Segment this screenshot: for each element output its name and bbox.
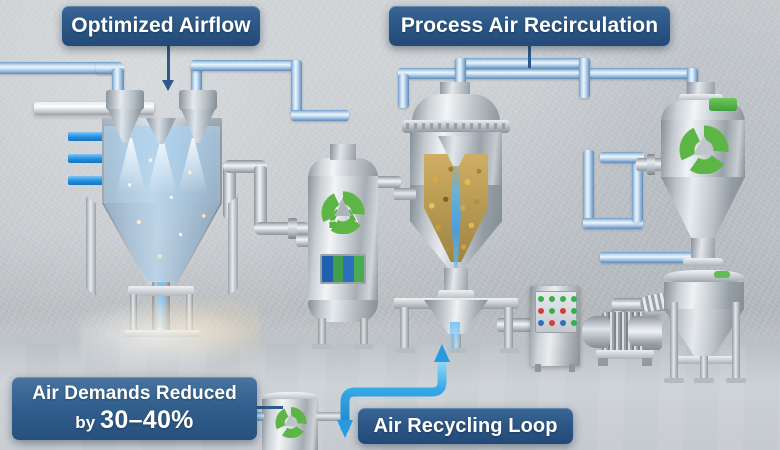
indicator-lamp[interactable] bbox=[571, 296, 577, 302]
indicator-lamp[interactable] bbox=[560, 296, 566, 302]
label-air-recycling-loop[interactable]: Air Recycling Loop bbox=[358, 408, 573, 444]
tank-leg bbox=[360, 318, 368, 346]
hopper-leg bbox=[700, 356, 708, 380]
dryer-discharge bbox=[444, 268, 468, 294]
chamber-frame-left bbox=[86, 196, 96, 296]
motor-foot bbox=[598, 358, 608, 366]
cyclone-head-left bbox=[106, 90, 144, 110]
recirculation-label-connector bbox=[528, 46, 531, 68]
chamber-frame-right bbox=[228, 196, 238, 296]
cyclone-separator bbox=[655, 82, 751, 266]
fluid-bed-dryer bbox=[394, 82, 519, 353]
lamp-row-2 bbox=[538, 308, 577, 314]
air-demands-line1: Air Demands Reduced bbox=[32, 383, 237, 405]
base-leg bbox=[186, 294, 193, 334]
support-leg bbox=[400, 307, 409, 351]
flange-bolts bbox=[406, 123, 506, 129]
horizontal-tank bbox=[628, 316, 662, 346]
airflow-label-connector bbox=[162, 46, 174, 91]
hopper-leg bbox=[670, 302, 678, 380]
support-foot bbox=[396, 348, 415, 353]
hopper-foot bbox=[664, 378, 684, 383]
control-cabinet[interactable] bbox=[530, 286, 580, 372]
lamp-row-3 bbox=[538, 320, 577, 326]
gauge-panel bbox=[320, 254, 366, 284]
indicator-lamp[interactable] bbox=[549, 320, 555, 326]
support-leg bbox=[504, 307, 513, 351]
tank-dome bbox=[308, 158, 378, 180]
air-demands-line2: by 30–40% bbox=[75, 406, 193, 434]
tank-foot bbox=[354, 344, 374, 349]
label-optimized-airflow-text: Optimized Airflow bbox=[71, 14, 251, 38]
dryer-lid-dome bbox=[412, 94, 500, 122]
indicator-lamp[interactable] bbox=[538, 320, 544, 326]
hopper-lid-valve bbox=[714, 271, 730, 278]
tank-neck bbox=[330, 144, 356, 160]
base-leg bbox=[130, 294, 137, 334]
tank-leg bbox=[318, 318, 326, 346]
collection-hopper bbox=[650, 270, 758, 390]
cabinet-leg bbox=[569, 364, 575, 372]
tank-side-pipe-right bbox=[316, 412, 346, 421]
tank-foot bbox=[312, 344, 332, 349]
label-process-air-recirculation[interactable]: Process Air Recirculation bbox=[389, 6, 670, 46]
indicator-lamp[interactable] bbox=[571, 320, 577, 326]
lamp-row-1 bbox=[538, 296, 577, 302]
demand-label-connector bbox=[257, 406, 283, 409]
indicator-lamp[interactable] bbox=[549, 308, 555, 314]
indicator-lamp[interactable] bbox=[571, 308, 577, 314]
spray-dryer bbox=[34, 90, 249, 337]
cyclone-head-right bbox=[179, 90, 217, 110]
hopper-leg bbox=[732, 302, 740, 380]
base-plate bbox=[124, 330, 200, 337]
indicator-lamp[interactable] bbox=[538, 308, 544, 314]
label-process-air-recirculation-text: Process Air Recirculation bbox=[400, 14, 659, 38]
motor-base bbox=[596, 350, 654, 359]
indicator-lamp[interactable] bbox=[560, 308, 566, 314]
cabinet-leg bbox=[535, 364, 541, 372]
indicator-lamp[interactable] bbox=[538, 296, 544, 302]
air-demands-prefix: by bbox=[75, 412, 101, 432]
cyclone-outlet-flange bbox=[683, 258, 723, 266]
dryer-discharge-valve bbox=[438, 290, 474, 300]
label-optimized-airflow[interactable]: Optimized Airflow bbox=[62, 6, 260, 46]
discharge-air-jet-center bbox=[450, 322, 460, 352]
cyclone-green-valve bbox=[709, 98, 737, 111]
dryer-base-platform bbox=[128, 286, 194, 296]
tank-bottom bbox=[308, 300, 378, 322]
label-air-demands-reduced[interactable]: Air Demands Reduced by 30–40% bbox=[12, 377, 257, 440]
indicator-lamp[interactable] bbox=[560, 320, 566, 326]
dryer-side-port bbox=[394, 188, 416, 200]
label-air-recycling-loop-text: Air Recycling Loop bbox=[373, 414, 558, 437]
hopper-foot bbox=[694, 378, 714, 383]
air-demands-value: 30–40% bbox=[100, 405, 194, 434]
support-foot bbox=[500, 348, 519, 353]
hopper-foot bbox=[726, 378, 746, 383]
internal-airflow bbox=[451, 158, 461, 274]
blower-volute bbox=[582, 316, 610, 348]
motor-foot bbox=[642, 358, 652, 366]
indicator-lamp[interactable] bbox=[549, 296, 555, 302]
tank-top bbox=[262, 392, 318, 402]
cyclone-cone bbox=[661, 177, 745, 241]
cyclone-top-flange bbox=[679, 94, 723, 102]
filter-tank bbox=[306, 144, 380, 349]
collection-tank bbox=[262, 392, 318, 450]
